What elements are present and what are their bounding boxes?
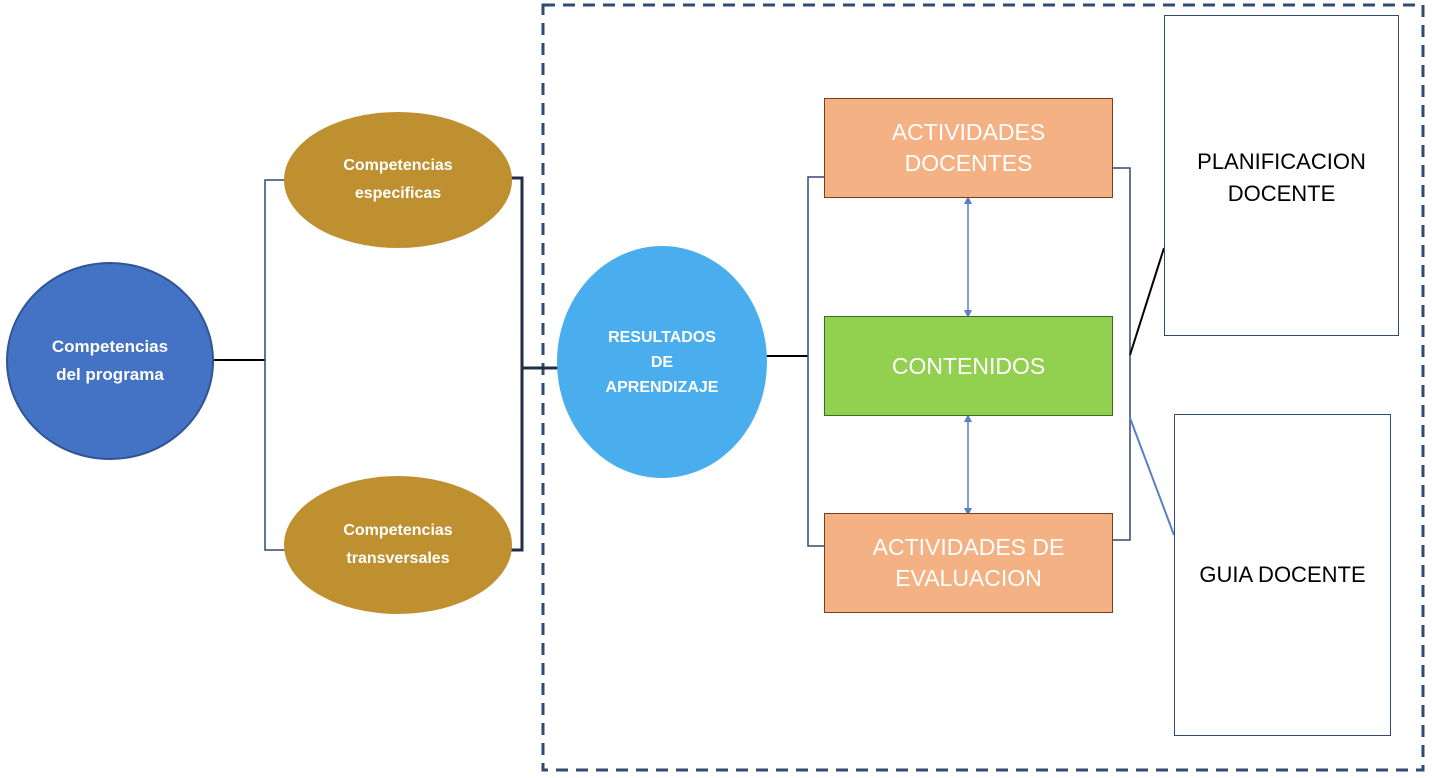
contents-line1: CONTENIDOS [891, 352, 1046, 379]
planning-line2: DOCENTE [1227, 181, 1336, 206]
results-line3: APRENDIZAJE [605, 378, 719, 396]
learning-results-node: RESULTADOS DE APRENDIZAJE [557, 246, 767, 478]
specific-competences-node: Competencias especificas [284, 112, 512, 248]
bracket-right-activities [1113, 167, 1131, 541]
connector-to-guide [1129, 417, 1175, 536]
specific-line2: especificas [354, 185, 442, 202]
connectors [214, 167, 1175, 552]
teaching-line2: DOCENTES [904, 150, 1033, 176]
results-line1: RESULTADOS [608, 328, 716, 346]
bracket-competences [264, 179, 285, 551]
planning-line1: PLANIFICACION [1197, 149, 1366, 174]
program-line1: Competencias [51, 337, 169, 356]
evaluation-line2: EVALUACION [895, 565, 1042, 591]
transversal-competences-node: Competencias transversales [284, 476, 512, 614]
program-competences-node: Competencias del programa [6, 262, 214, 460]
teaching-activities-node: ACTIVIDADES DOCENTES [824, 98, 1113, 198]
teaching-line1: ACTIVIDADES [891, 119, 1046, 145]
results-line2: DE [650, 353, 674, 371]
bracket-right-competences [510, 176, 524, 552]
contents-node: CONTENIDOS [824, 316, 1113, 416]
program-line2: del programa [56, 365, 164, 384]
evaluation-activities-node: ACTIVIDADES DE EVALUACION [824, 513, 1113, 613]
evaluation-line1: ACTIVIDADES DE [872, 534, 1065, 560]
guide-line1: GUIA DOCENTE [1199, 562, 1366, 587]
specific-line1: Competencias [343, 157, 453, 174]
bracket-activities [807, 176, 825, 547]
teaching-guide-box: GUIA DOCENTE [1174, 414, 1391, 736]
teaching-planning-box: PLANIFICACION DOCENTE [1164, 15, 1399, 336]
dashed-frame [541, 3, 1425, 772]
connector-to-planning [1129, 247, 1165, 356]
transversal-line2: transversales [346, 550, 450, 567]
transversal-line1: Competencias [343, 522, 453, 539]
